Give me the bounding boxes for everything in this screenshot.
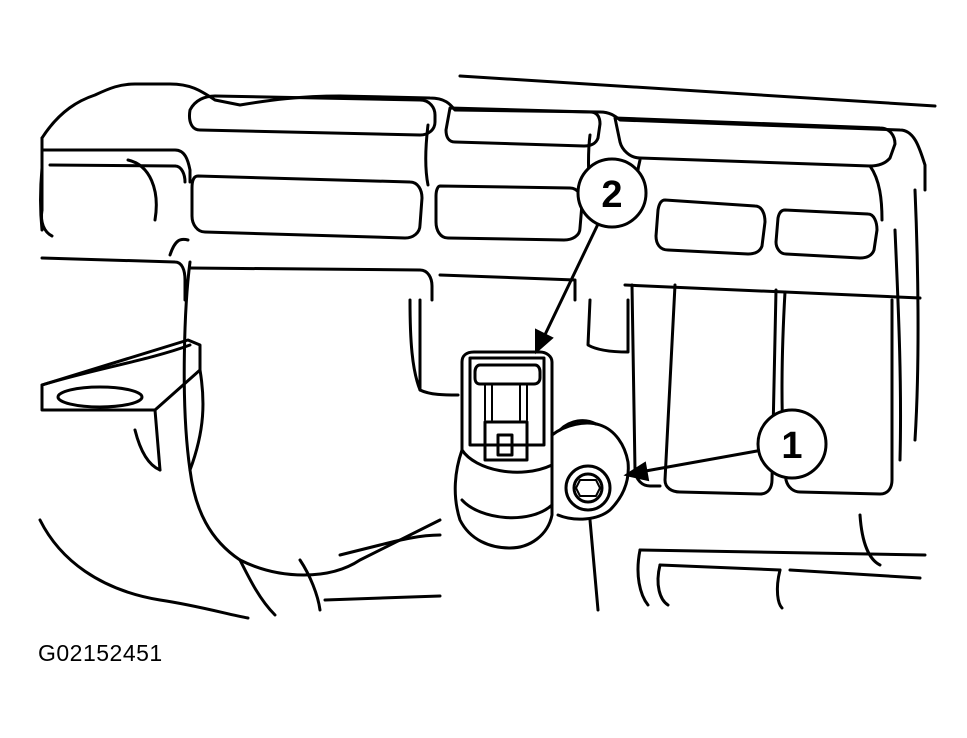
callout-label-1: 1 xyxy=(781,425,802,467)
callout-arrows xyxy=(535,220,759,482)
callout-2: 2 xyxy=(576,157,648,229)
callout-circle-2 xyxy=(576,157,648,229)
mounting-boss xyxy=(40,338,205,472)
callout-label-2: 2 xyxy=(601,174,622,216)
sensor-assembly xyxy=(453,350,630,550)
callout-1: 1 xyxy=(756,408,828,480)
engine-casting xyxy=(38,74,937,620)
arrow-head-1 xyxy=(623,461,650,482)
figure-code: G02152451 xyxy=(38,640,163,666)
arrow-head-2 xyxy=(535,328,554,355)
callout-circle-1 xyxy=(756,408,828,480)
